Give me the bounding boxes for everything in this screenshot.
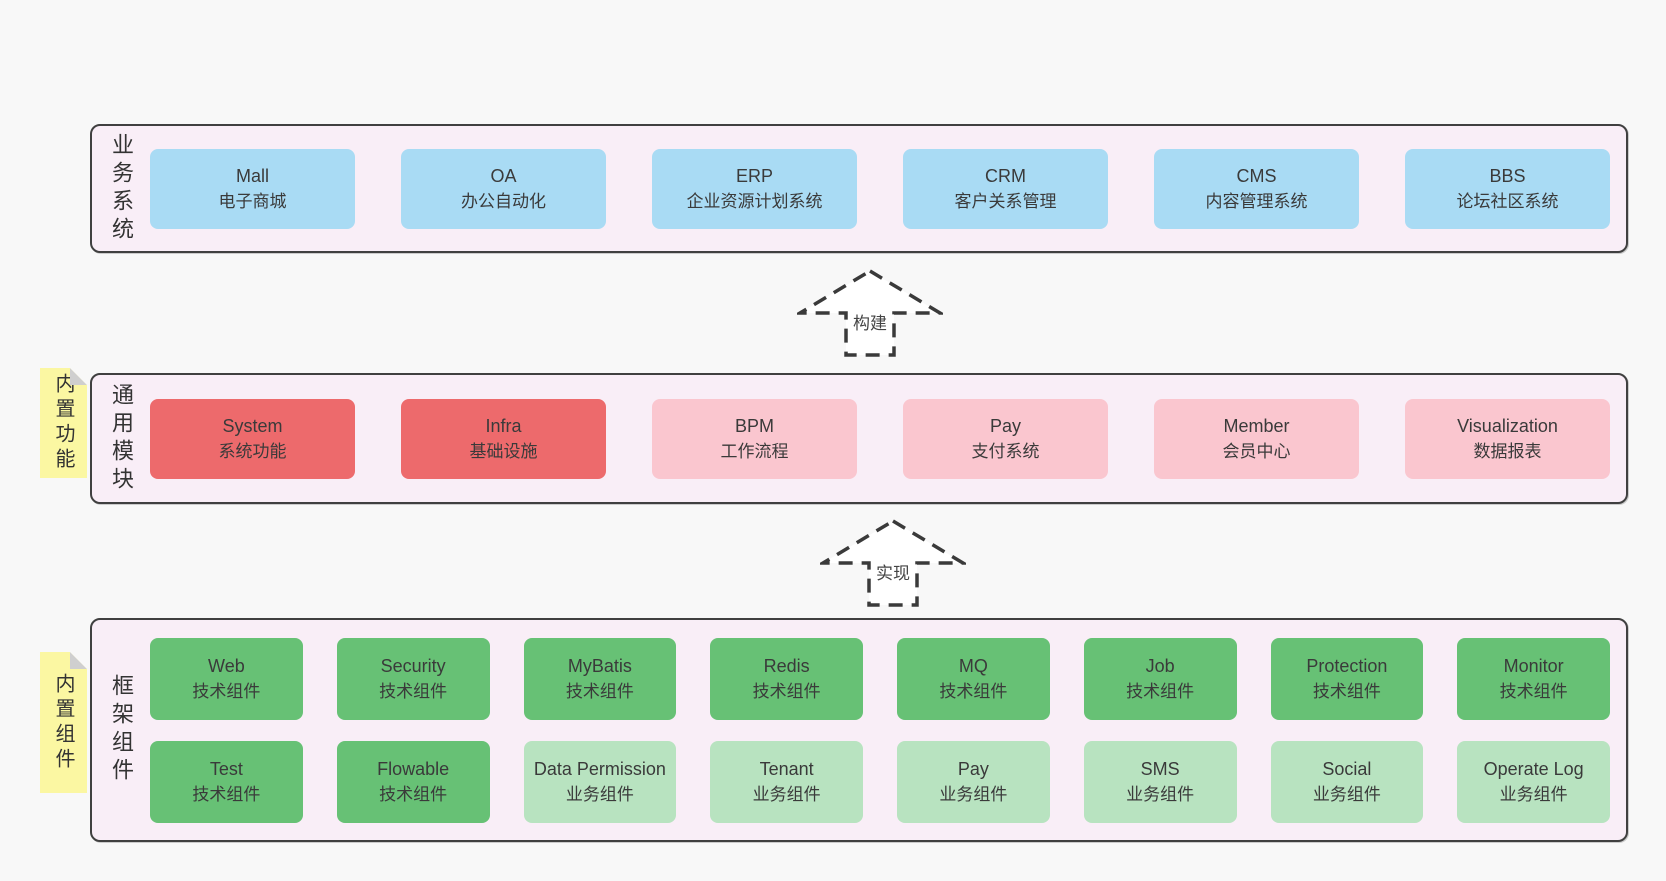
box-title: CMS: [1236, 165, 1277, 186]
box-subtitle: 内容管理系统: [1205, 191, 1308, 211]
section-label-business-systems: 业务系统: [109, 132, 134, 245]
box-subtitle: 技术组件: [939, 681, 1008, 701]
section-label-framework-components: 框架组件: [109, 674, 134, 786]
box-tenant: Tenant 业务组件: [710, 740, 863, 823]
box-bbs: BBS 论坛社区系统: [1405, 148, 1610, 229]
box-subtitle: 技术组件: [192, 784, 261, 804]
note-built-in-components: 内置组件: [40, 652, 87, 793]
box-social: Social 业务组件: [1270, 740, 1424, 823]
box-infra: Infra 基础设施: [401, 398, 606, 479]
box-mq: MQ 技术组件: [897, 637, 1050, 720]
box-title: Visualization: [1457, 415, 1558, 436]
box-security: Security 技术组件: [336, 637, 490, 720]
box-title: OA: [490, 165, 517, 186]
section-label-common-modules: 通用模块: [109, 382, 134, 495]
box-pay-business: Pay 业务组件: [897, 740, 1050, 823]
box-title: Mall: [235, 165, 269, 186]
box-title: BPM: [734, 415, 774, 436]
box-title: Operate Log: [1483, 758, 1584, 779]
arrow-implement-label: 实现: [872, 559, 914, 584]
box-title: Security: [380, 655, 446, 676]
box-member: Member 会员中心: [1154, 398, 1359, 479]
box-title: Protection: [1306, 655, 1388, 676]
box-flowable: Flowable 技术组件: [336, 740, 490, 823]
box-subtitle: 客户关系管理: [954, 191, 1057, 211]
box-bpm: BPM 工作流程: [652, 398, 857, 479]
box-title: BBS: [1489, 165, 1526, 186]
box-subtitle: 技术组件: [1126, 681, 1195, 701]
arrow-build-label: 构建: [849, 309, 891, 334]
box-title: Social: [1322, 758, 1372, 779]
box-title: Monitor: [1503, 655, 1564, 676]
box-subtitle: 业务组件: [1499, 784, 1568, 804]
section-common-modules: 通用模块 System 系统功能 Infra 基础设施 BPM 工作流程 Pay…: [90, 373, 1628, 504]
common-modules-box-row: System 系统功能 Infra 基础设施 BPM 工作流程 Pay 支付系统…: [150, 375, 1626, 502]
box-title: Pay: [989, 415, 1022, 436]
box-subtitle: 数据报表: [1473, 441, 1542, 461]
box-subtitle: 支付系统: [971, 441, 1040, 461]
box-title: ERP: [735, 165, 773, 186]
box-crm: CRM 客户关系管理: [903, 148, 1108, 229]
box-subtitle: 系统功能: [218, 441, 287, 461]
box-title: SMS: [1140, 758, 1180, 779]
box-title: System: [222, 415, 283, 436]
box-sms: SMS 业务组件: [1083, 740, 1237, 823]
box-title: Flowable: [377, 758, 450, 779]
arrow-implement: 实现: [820, 518, 966, 608]
box-protection: Protection 技术组件: [1270, 637, 1424, 720]
box-subtitle: 电子商城: [218, 191, 287, 211]
box-erp: ERP 企业资源计划系统: [652, 148, 857, 229]
box-title: Test: [209, 758, 243, 779]
box-subtitle: 工作流程: [720, 441, 789, 461]
note-built-in-features: 内置功能: [40, 368, 87, 478]
box-title: CRM: [985, 165, 1026, 186]
section-framework-components: 框架组件 Web 技术组件 Security 技术组件 MyBatis 技术组件…: [90, 618, 1628, 842]
box-pay: Pay 支付系统: [903, 398, 1108, 479]
box-subtitle: 办公自动化: [461, 191, 546, 211]
box-job: Job 技术组件: [1083, 637, 1237, 720]
box-subtitle: 业务组件: [1126, 784, 1195, 804]
box-title: Redis: [763, 655, 810, 676]
box-title: Web: [208, 655, 245, 676]
box-subtitle: 基础设施: [469, 441, 538, 461]
box-subtitle: 技术组件: [379, 784, 448, 804]
arrow-build: 构建: [797, 268, 943, 358]
box-subtitle: 业务组件: [752, 784, 821, 804]
box-subtitle: 业务组件: [565, 784, 634, 804]
box-title: Data Permission: [533, 758, 666, 779]
box-subtitle: 技术组件: [752, 681, 821, 701]
box-title: MQ: [958, 655, 988, 676]
box-cms: CMS 内容管理系统: [1154, 148, 1359, 229]
box-subtitle: 业务组件: [939, 784, 1008, 804]
box-subtitle: 企业资源计划系统: [686, 191, 823, 211]
box-oa: OA 办公自动化: [401, 148, 606, 229]
box-subtitle: 业务组件: [1312, 784, 1381, 804]
box-system: System 系统功能: [150, 398, 355, 479]
box-title: Pay: [957, 758, 989, 779]
section-business-systems: 业务系统 Mall 电子商城 OA 办公自动化 ERP 企业资源计划系统 CRM…: [90, 124, 1628, 253]
box-monitor: Monitor 技术组件: [1457, 637, 1610, 720]
box-web: Web 技术组件: [150, 637, 303, 720]
box-title: MyBatis: [567, 655, 632, 676]
box-subtitle: 技术组件: [1312, 681, 1381, 701]
box-title: Tenant: [759, 758, 814, 779]
box-title: Member: [1223, 415, 1290, 436]
box-mall: Mall 电子商城: [150, 148, 355, 229]
box-test: Test 技术组件: [150, 740, 303, 823]
box-redis: Redis 技术组件: [710, 637, 863, 720]
framework-components-box-grid: Web 技术组件 Security 技术组件 MyBatis 技术组件 Redi…: [150, 620, 1626, 840]
box-title: Infra: [485, 415, 522, 436]
business-systems-box-row: Mall 电子商城 OA 办公自动化 ERP 企业资源计划系统 CRM 客户关系…: [150, 126, 1626, 251]
box-subtitle: 技术组件: [379, 681, 448, 701]
box-title: Job: [1145, 655, 1175, 676]
box-visualization: Visualization 数据报表: [1405, 398, 1610, 479]
box-data-permission: Data Permission 业务组件: [523, 740, 677, 823]
box-subtitle: 技术组件: [1499, 681, 1568, 701]
box-mybatis: MyBatis 技术组件: [523, 637, 677, 720]
box-operate-log: Operate Log 业务组件: [1457, 740, 1610, 823]
box-subtitle: 技术组件: [565, 681, 634, 701]
box-subtitle: 会员中心: [1222, 441, 1291, 461]
box-subtitle: 论坛社区系统: [1456, 191, 1559, 211]
box-subtitle: 技术组件: [192, 681, 261, 701]
